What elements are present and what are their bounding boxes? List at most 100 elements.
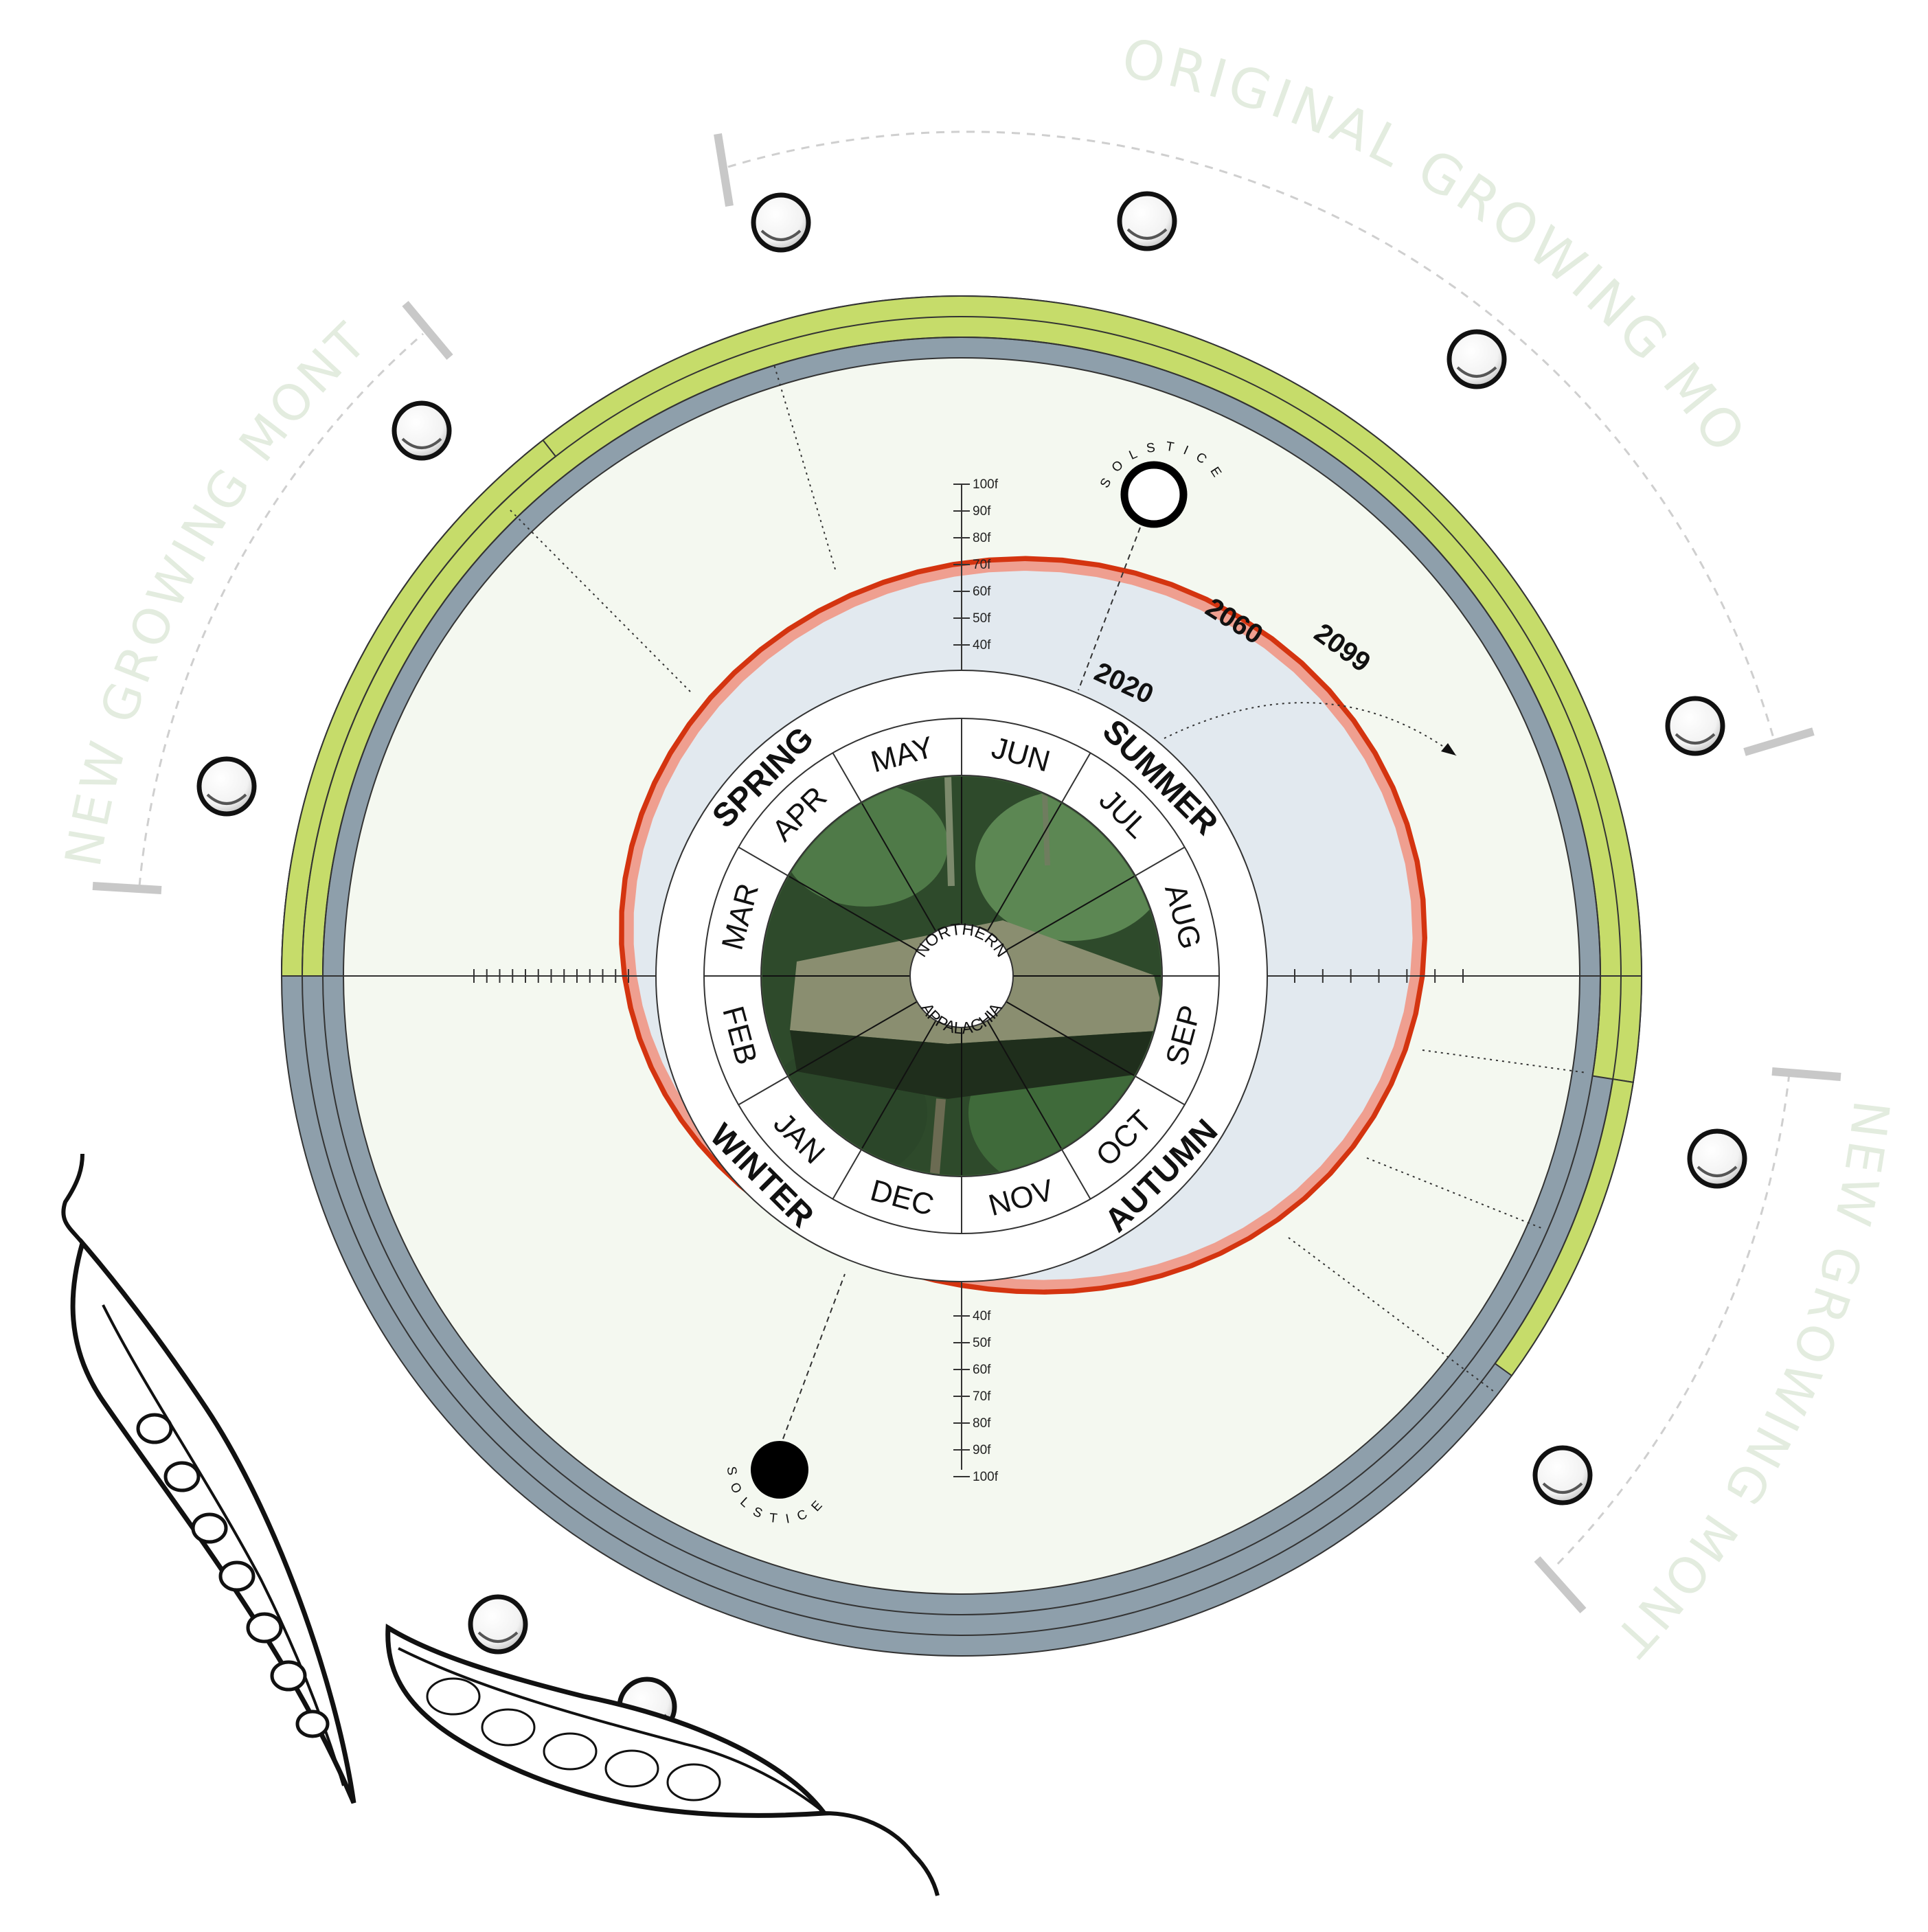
pea-shading: [477, 1631, 519, 1643]
temp-tick-label: 50f: [973, 1336, 991, 1350]
photo-spokes: [762, 777, 1161, 1175]
pod-bump: [666, 1763, 721, 1802]
month-divider: [1135, 846, 1186, 876]
pod-closed-seam: [398, 1647, 822, 1811]
pea-body: [751, 192, 811, 253]
deck-post: [929, 1098, 946, 1175]
guide-line-1: [773, 364, 836, 570]
pea-body: [468, 1594, 528, 1655]
month-divider: [832, 752, 862, 803]
pod-pea: [191, 1512, 228, 1544]
pea-shading: [1456, 366, 1497, 378]
temp-scale-lower: 40f 50f 60f 70f 80f 90f 100f: [953, 1309, 999, 1484]
pea-shading: [1542, 1482, 1583, 1494]
month-divider: [832, 1149, 862, 1200]
photo-spoke: [1006, 876, 1135, 951]
photo-spoke: [861, 1020, 937, 1149]
original-arc-cap-end: [1743, 727, 1815, 756]
temp-tick-label: 40f: [973, 1309, 991, 1323]
deck-shadow: [790, 1030, 1161, 1099]
temp-tick-label: 70f: [973, 1389, 991, 1404]
center-circle: [909, 924, 1014, 1028]
pod-pea: [163, 1461, 201, 1492]
horizontal-ticks: [473, 969, 1464, 983]
photo-spoke: [986, 803, 1062, 932]
pea-pod-open: [61, 1153, 356, 1804]
temp-scale-upper: 40f 50f 60f 70f 80f 90f 100f: [953, 477, 999, 652]
pea: [1665, 696, 1725, 756]
pod-open-peas: [136, 1413, 330, 1738]
temp-tick-label: 80f: [973, 1416, 991, 1431]
pod-closed-bumps: [426, 1677, 721, 1802]
new-months-arc-left: [138, 332, 424, 887]
arrow-head: [1441, 743, 1456, 755]
pod-pea: [136, 1413, 173, 1444]
temp-tick-label: 50f: [973, 611, 991, 626]
new-left-cap-start: [92, 882, 162, 894]
new-right-cap-start: [1771, 1067, 1841, 1081]
pea-shading: [401, 437, 442, 449]
guide-line-4: [1366, 1157, 1542, 1229]
month-divider: [738, 1076, 789, 1106]
month-dividers: [704, 718, 1219, 1234]
pea-body: [392, 400, 452, 461]
pea: [1532, 1445, 1593, 1505]
pea: [751, 192, 811, 253]
temp-tick-label: 60f: [973, 584, 991, 599]
pod-bump: [543, 1732, 598, 1771]
pod-open-stem: [61, 1153, 84, 1245]
temp-tick-label: 70f: [973, 558, 991, 572]
pod-closed-stem: [824, 1811, 940, 1896]
pea-shading: [1675, 733, 1716, 745]
pea-shading: [206, 793, 247, 805]
pea-body: [196, 756, 257, 817]
temp-tick-label: 90f: [973, 504, 991, 519]
temp-tick-label: 80f: [973, 531, 991, 545]
arrow-path: [1164, 702, 1457, 756]
temp-tick-label: 60f: [973, 1363, 991, 1377]
pea: [468, 1594, 528, 1655]
pod-pea: [218, 1560, 256, 1592]
pea-shading: [1697, 1166, 1738, 1177]
winter-solstice-leader: [782, 1273, 846, 1440]
pea: [196, 756, 257, 817]
temp-tick-label: 100f: [973, 1470, 999, 1484]
pod-pea: [295, 1709, 330, 1738]
new-months-arc-right: [1554, 1073, 1791, 1567]
original-arc-cap-start: [714, 133, 734, 207]
pod-pea: [246, 1612, 283, 1644]
temp-tick-label: 90f: [973, 1443, 991, 1457]
temp-tick-label: 100f: [973, 477, 999, 492]
progression-arrow: [1164, 702, 1457, 756]
photo-spoke: [789, 876, 918, 951]
pea: [392, 400, 452, 461]
month-divider: [1061, 1149, 1091, 1200]
pea: [1117, 191, 1177, 251]
new-left-cap-end: [402, 301, 453, 360]
month-divider: [738, 846, 789, 876]
photo-spoke: [1006, 1001, 1135, 1076]
pea: [1447, 329, 1507, 389]
tree-trunk-1: [944, 777, 955, 887]
pea-body: [1687, 1128, 1747, 1189]
photo-spoke: [789, 1001, 918, 1076]
pod-bump: [426, 1677, 481, 1716]
month-divider: [1061, 752, 1091, 803]
temp-tick-label: 40f: [973, 638, 991, 652]
pea: [1687, 1128, 1747, 1189]
photo-spoke: [986, 1020, 1062, 1149]
pea-shading: [1126, 228, 1168, 240]
summer-solstice-marker: [1120, 461, 1188, 528]
new-right-cap-end: [1534, 1556, 1587, 1613]
summer-solstice-leader: [1078, 527, 1141, 691]
radial-guides: [509, 364, 1587, 1392]
pea-body: [1117, 191, 1177, 251]
pod-pea: [270, 1660, 307, 1692]
pod-bump: [604, 1749, 659, 1788]
photo-spoke: [861, 803, 937, 932]
pea-body: [1532, 1445, 1593, 1505]
pea-body: [1447, 329, 1507, 389]
pea-shading: [760, 229, 802, 241]
